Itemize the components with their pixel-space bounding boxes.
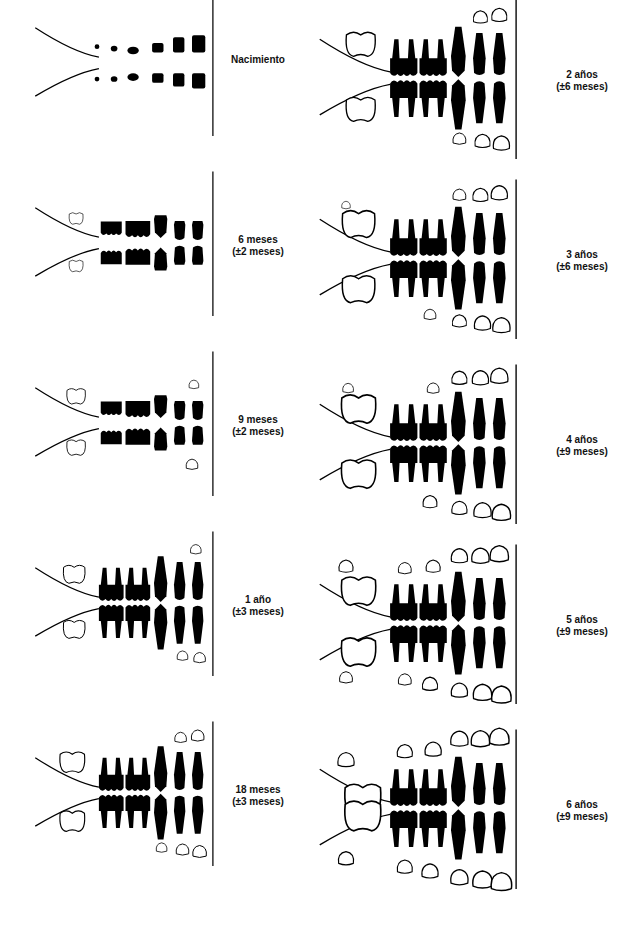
age-label: 2 años — [546, 69, 618, 81]
dentition-18-months — [35, 722, 213, 866]
dentition-1-year — [35, 532, 213, 676]
age-label: 1 año — [222, 594, 294, 606]
dentition-3-years — [320, 179, 516, 339]
age-label: 4 años — [546, 434, 618, 446]
age-label: 18 meses — [222, 784, 294, 796]
age-label: (±3 meses) — [222, 796, 294, 808]
age-label: (±6 meses) — [546, 81, 618, 93]
age-label: (±3 meses) — [222, 606, 294, 618]
dentition-4-years — [320, 364, 516, 524]
dentition-6-years — [320, 728, 516, 890]
age-label: (±9 meses) — [546, 811, 618, 823]
age-label: (±9 meses) — [546, 626, 618, 638]
age-label: (±2 meses) — [222, 426, 294, 438]
dentition-5-years — [320, 544, 516, 704]
dentition-2-years — [320, 0, 516, 159]
age-label: 9 meses — [222, 414, 294, 426]
age-label: 3 años — [546, 249, 618, 261]
age-label: 6 años — [546, 799, 618, 811]
dentition-9-months — [35, 352, 213, 496]
age-label: Nacimiento — [222, 54, 294, 66]
age-label: (±6 meses) — [546, 261, 618, 273]
age-label: (±2 meses) — [222, 246, 294, 258]
age-label: (±9 meses) — [546, 446, 618, 458]
age-label: 5 años — [546, 614, 618, 626]
dentition-6-months — [35, 172, 213, 316]
age-label: 6 meses — [222, 234, 294, 246]
dentition-birth — [35, 0, 213, 136]
